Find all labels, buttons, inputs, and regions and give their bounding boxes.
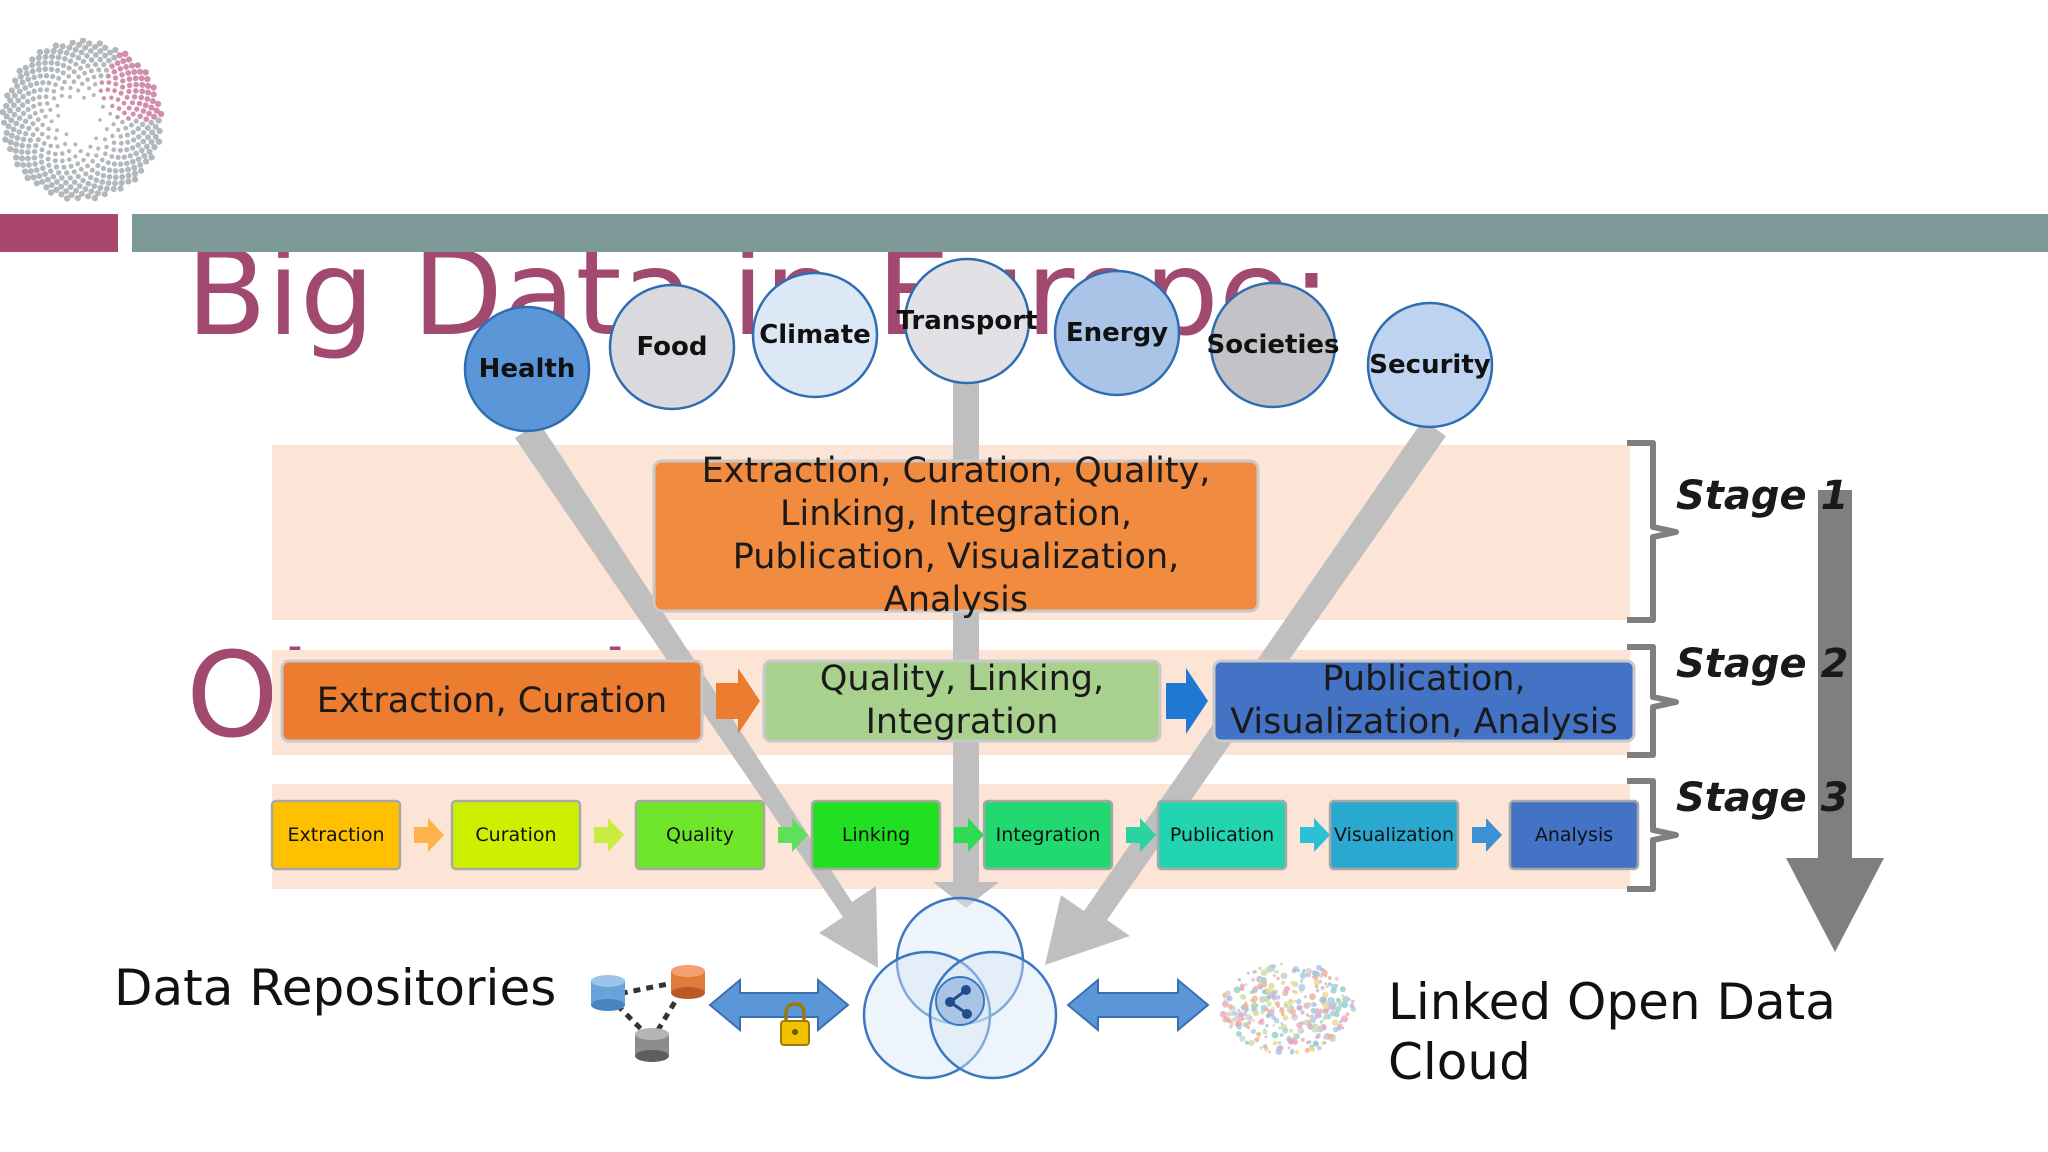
domain-circle-health [463,305,591,433]
transport-converging-arrow [933,380,999,908]
domain-label-societies: Societies [1206,330,1340,360]
stage-2-box-3-text: Publication, Visualization, Analysis [1230,659,1618,742]
stage-3-arrow-5 [1126,818,1156,852]
domain-label-food: Food [636,332,708,362]
stage-3-step-integration [982,799,1114,871]
stage-3-arrow-6 [1300,818,1330,852]
orange-database-icon [671,965,705,999]
stage-3-step-analysis [1508,799,1640,871]
linked-data-exchange-arrow [1066,977,1210,1033]
stage-3-step-label-curation: Curation [475,824,557,846]
stage-2-box-1-text: Extraction, Curation [316,680,668,721]
domain-circle-climate [751,271,879,399]
repositories-exchange-arrow [708,977,850,1033]
domain-label-climate: Climate [759,320,871,350]
stage-3-arrow-2 [594,818,624,852]
domain-circle-energy [1053,269,1181,397]
stage-3-step-label-extraction: Extraction [287,824,385,846]
stage-3-step-label-integration: Integration [995,824,1101,846]
share-icon [935,976,985,1026]
stage-progression-arrow [1786,490,1884,952]
grey-database-icon [635,1028,669,1062]
header-bar-teal [132,214,2048,252]
stage-2-box-2-text: Quality, Linking, Integration [819,659,1105,742]
data-repositories-label: Data Repositories [114,959,557,1017]
domain-circles [463,257,1494,433]
domain-label-security: Security [1369,350,1491,380]
stage-1-box-text: Extraction, Curation, Quality, Linking, … [701,451,1211,620]
stage-2-arrow-2 [1166,668,1208,734]
domain-circle-societies [1209,281,1337,409]
stage-2-publication-visualization-analysis-box [1212,659,1636,743]
stage-3-step-quality [634,799,766,871]
stage-1-label: Stage 1 [1676,473,1849,519]
stage-3-step-label-visualization: Visualization [1333,824,1454,846]
stage-2-extraction-curation-box [280,659,704,743]
stage-3-step-linking [810,799,942,871]
stage-3-bracket [1627,778,1679,892]
stage-2-label: Stage 2 [1676,641,1849,687]
stage-2-quality-linking-integration-box [762,659,1162,743]
stage-1-bracket [1627,440,1679,623]
stage-3-step-curation [450,799,582,871]
domain-circle-transport [903,257,1031,385]
stage-brackets [1627,440,1679,892]
blue-database-icon [591,975,625,1011]
stage-3-step-publication [1156,799,1288,871]
stage-3-step-label-linking: Linking [841,824,911,846]
stage-3-label: Stage 3 [1676,775,1849,821]
linked-open-data-cloud-label: Linked Open Data Cloud [1388,973,1836,1091]
domain-label-transport: Transport [896,306,1038,336]
dot-spiral-logo [0,37,165,203]
domain-circle-food [608,283,736,411]
stage-2-bracket [1627,644,1679,758]
domain-label-energy: Energy [1065,318,1169,348]
stage-3-step-extraction [270,799,402,871]
domain-label-health: Health [478,354,576,384]
stage-1-all-steps-box [652,459,1260,613]
stage-3-arrow-3 [778,818,808,852]
stage-3-steps [270,799,1640,871]
stage-2-arrow-1 [716,668,760,734]
linked-open-data-cloud-image [1219,962,1357,1055]
stage-3-arrow-4 [954,818,984,852]
stage-3-step-label-quality: Quality [666,824,734,846]
domain-circle-security [1366,301,1494,429]
stage-3-arrow-1 [414,818,444,852]
database-cluster-icon [591,965,705,1062]
lock-icon [780,1002,810,1046]
stage-3-step-label-analysis: Analysis [1534,824,1614,846]
stage-3-step-label-publication: Publication [1169,824,1275,846]
stage-3-arrow-7 [1472,818,1502,852]
header-bar-magenta [0,214,118,252]
stage-3-step-visualization [1328,799,1460,871]
